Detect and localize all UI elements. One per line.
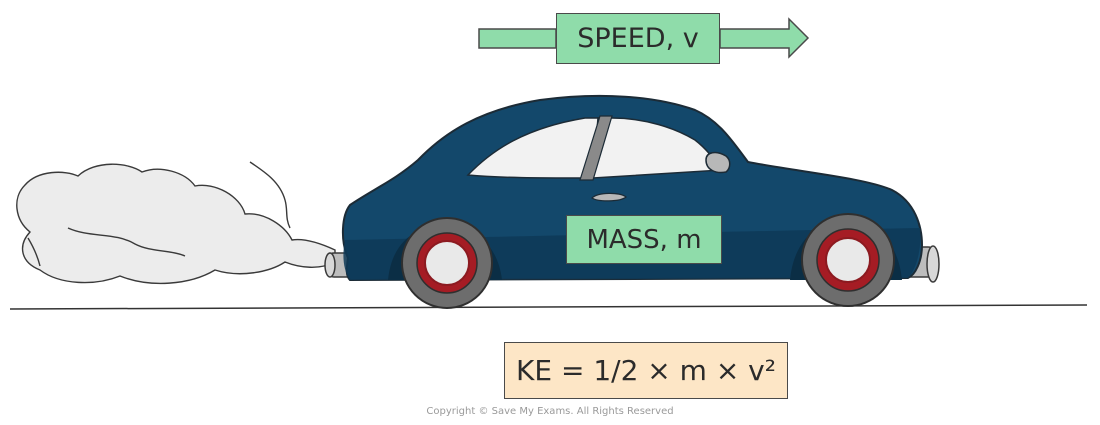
copyright-text: Copyright © Save My Exams. All Rights Re…: [426, 406, 674, 417]
speed-label: SPEED, v: [556, 13, 720, 64]
rear-exhaust-tip: [324, 252, 336, 278]
rear-wheel: [401, 217, 493, 309]
ground-line: [9, 304, 1088, 310]
mass-label: MASS, m: [566, 215, 722, 264]
kinetic-energy-formula: KE = 1/2 × m × v²: [504, 342, 788, 399]
window-pillar: [579, 115, 613, 181]
smoke-icon: [16, 161, 336, 285]
front-bumper-tip: [926, 245, 940, 283]
door-handle: [591, 192, 627, 202]
side-mirror: [705, 151, 731, 174]
arrow-tail: [478, 28, 557, 49]
arrow-right-icon: [719, 17, 810, 59]
rear-window: [466, 117, 608, 179]
front-wheel: [801, 213, 895, 307]
car-icon: [324, 94, 940, 309]
